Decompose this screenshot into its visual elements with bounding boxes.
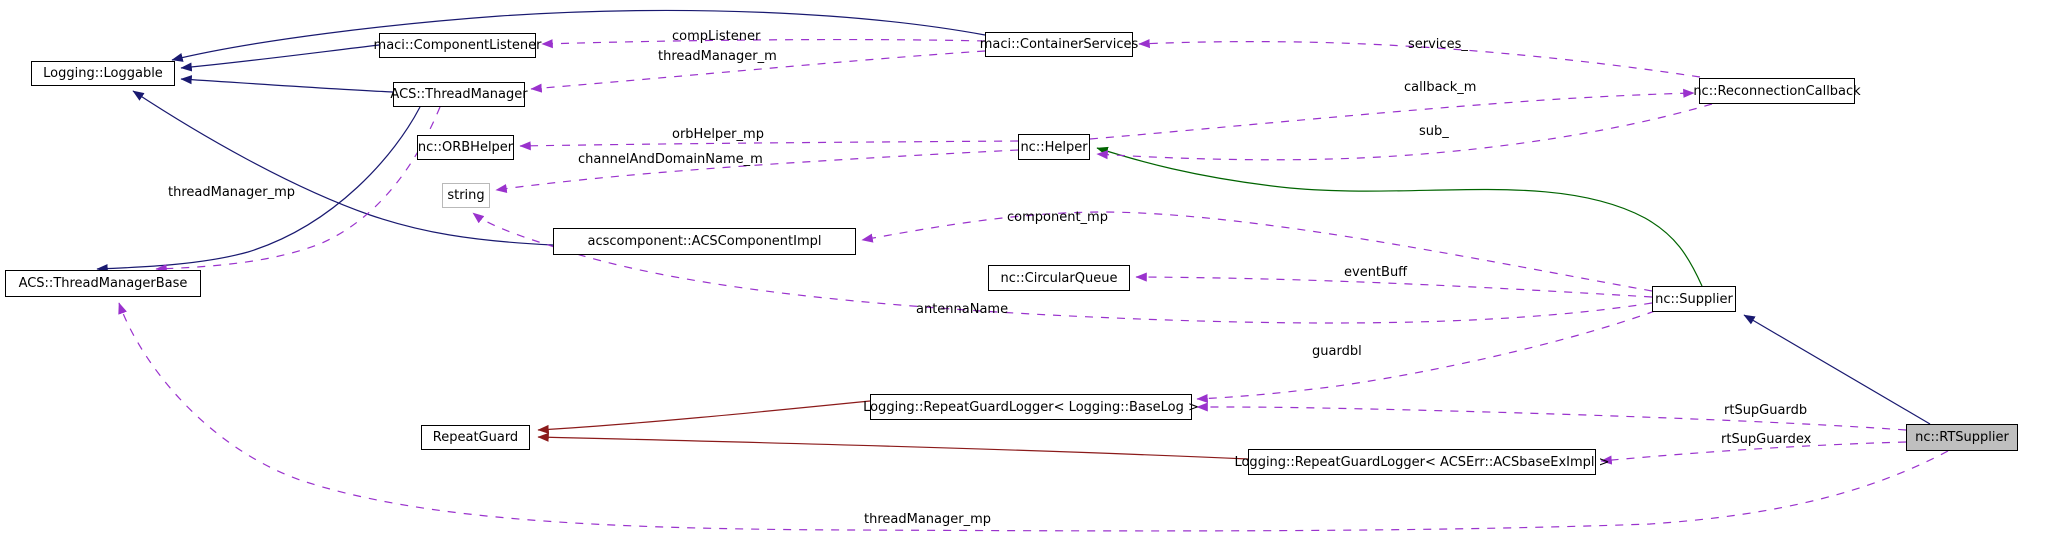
edge-containerservices-to-loggable [171,9,986,62]
edge-rglacserr-to-repeatguard [537,432,1249,460]
edge-label-rtsupguardb: rtSupGuardb [1724,403,1808,418]
edge-services-usage [1138,38,1701,78]
edge-label-antennaname: antennaName [916,302,1009,317]
edge-label-threadmanager-mp-bottom: threadManager_mp [864,512,992,527]
edge-channelanddomainname-usage [495,149,1019,194]
node-string: string [442,183,490,208]
edge-sub-usage [1096,103,1713,161]
edge-threadmanager-mp-bottom-usage [118,302,1949,532]
edge-rtsupguardb-usage [1196,402,1907,431]
edge-callback-m-usage [1089,88,1695,140]
node-nc-helper[interactable]: nc::Helper [1018,134,1090,160]
edge-label-channelanddomainname-m: channelAndDomainName_m [578,152,763,167]
edge-label-services: services_ [1408,37,1468,52]
edge-threadmanager-mp-upper-usage [155,106,441,274]
node-acs-threadmanager[interactable]: ACS::ThreadManager [390,82,528,107]
node-nc-rtsupplier: nc::RTSupplier [1906,424,2018,451]
edge-supplier-to-helper [1096,146,1703,287]
node-acscomponent-acscomponentimpl[interactable]: acscomponent::ACSComponentImpl [553,228,856,255]
edge-rglbaselog-to-repeatguard [537,400,871,434]
edge-label-sub: sub_ [1419,124,1449,139]
edge-guardbl-usage [1196,310,1656,404]
node-nc-orbhelper[interactable]: nc::ORBHelper [417,135,514,160]
edge-threadmanager-to-loggable [180,75,394,93]
edge-orbhelper-mp-usage [519,140,1019,151]
edge-rtsupplier-to-supplier [1743,314,1931,425]
edge-label-component-mp: component_mp [1007,210,1108,225]
edge-label-guardbl: guardbl [1312,344,1362,359]
node-logging-repeatguardlogger-acsbaseeximpl[interactable]: Logging::RepeatGuardLogger< ACSErr::ACSb… [1234,449,1610,475]
edge-complistener-usage [541,38,986,49]
node-logging-loggable[interactable]: Logging::Loggable [31,61,175,86]
node-nc-reconnectioncallback[interactable]: nc::ReconnectionCallback [1693,78,1861,104]
edge-threadmanager-m-usage [530,50,986,93]
edge-acscomponentimpl-to-loggable [132,90,554,246]
node-nc-circularqueue[interactable]: nc::CircularQueue [988,265,1130,291]
edge-label-callback-m: callback_m [1404,80,1477,95]
edge-componentlistener-to-loggable [180,44,380,72]
node-logging-repeatguardlogger-baselog[interactable]: Logging::RepeatGuardLogger< Logging::Bas… [863,394,1199,420]
edge-label-threadmanager-m: threadManager_m [658,49,777,64]
edge-threadmanager-to-threadmanagerbase [96,106,421,274]
node-repeatguard[interactable]: RepeatGuard [421,425,530,450]
edge-label-complistener: compListener [672,29,761,44]
edge-label-threadmanager-mp-upper: threadManager_mp [168,185,296,200]
edge-label-orbhelper-mp: orbHelper_mp [672,127,764,142]
node-maci-containerservices[interactable]: maci::ContainerServices [980,32,1138,57]
edge-eventbuff-usage [1135,272,1653,298]
edge-label-rtsupguardex: rtSupGuardex [1721,432,1812,447]
node-acs-threadmanagerbase[interactable]: ACS::ThreadManagerBase [5,270,201,297]
node-maci-componentlistener[interactable]: maci::ComponentListener [374,33,541,58]
edge-component-mp-usage [861,211,1653,292]
edge-label-eventbuff: eventBuff [1344,265,1408,280]
node-nc-supplier[interactable]: nc::Supplier [1652,286,1736,312]
